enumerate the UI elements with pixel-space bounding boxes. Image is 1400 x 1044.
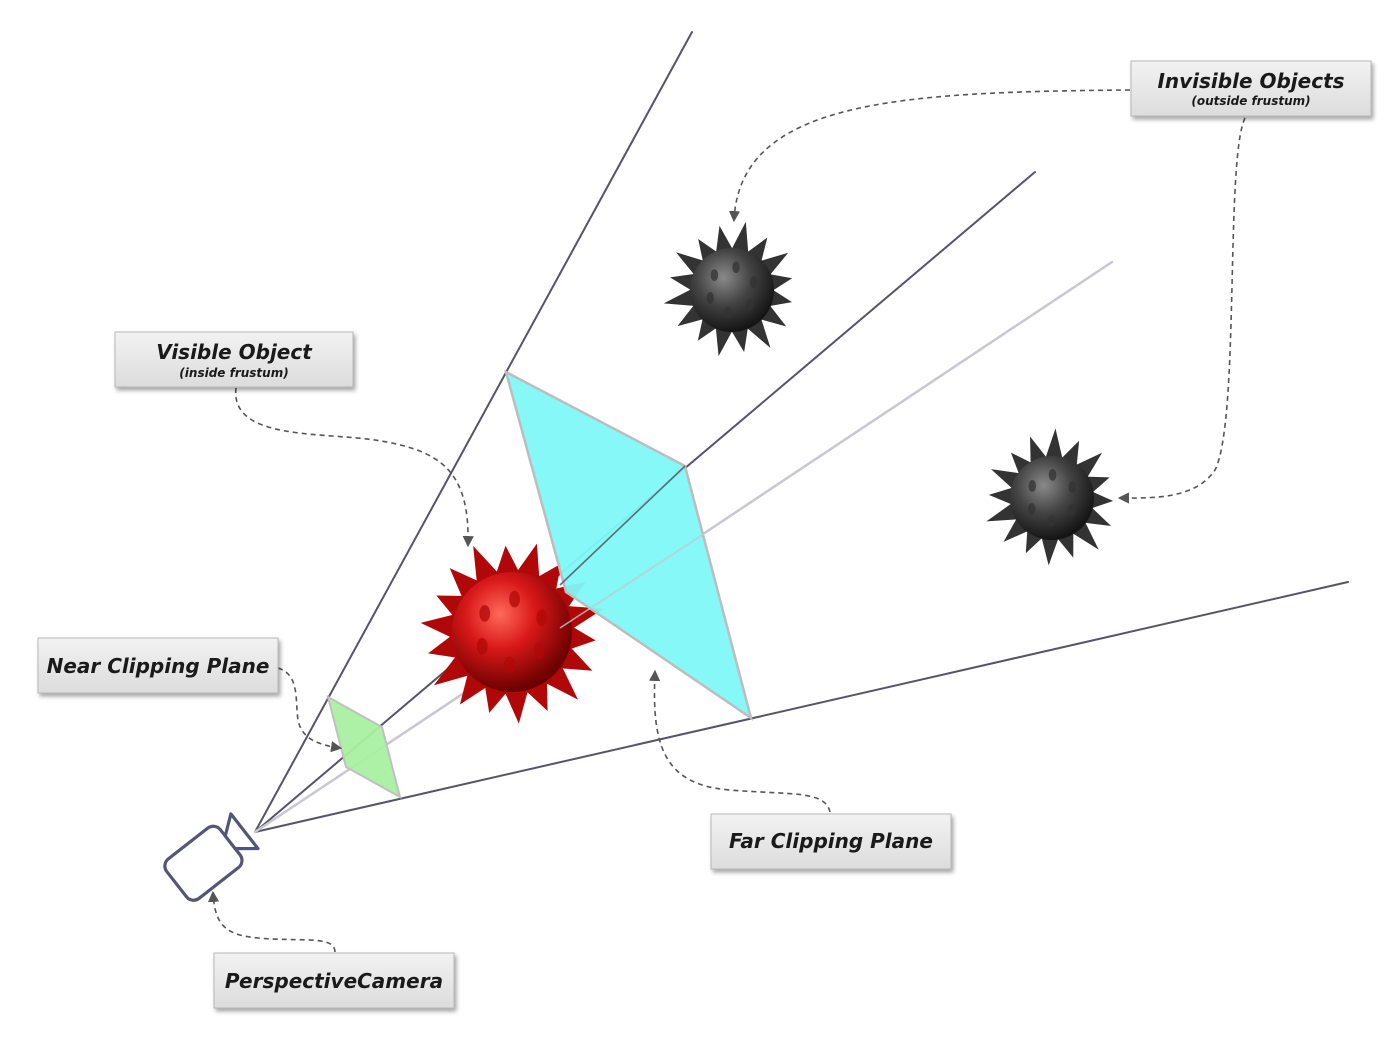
spike (542, 663, 578, 700)
spike (715, 225, 734, 254)
label-visible-object (114, 331, 354, 388)
callout-invisible-2 (1117, 117, 1246, 504)
label-near-clipping-plane-title: Near Clipping Plane (47, 654, 270, 678)
spike (1010, 452, 1033, 475)
spike (428, 633, 461, 659)
spike (436, 595, 467, 619)
spike (515, 543, 540, 581)
surface-spike (536, 609, 548, 627)
near-clipping-plane (326, 694, 402, 800)
label-perspective-camera (213, 952, 455, 1009)
surface-spike (476, 637, 488, 655)
surface-spike (724, 306, 732, 319)
label-invisible-objects (1130, 60, 1372, 117)
far-clipping-plane (504, 369, 754, 721)
surface-spike (1048, 469, 1057, 481)
spike (986, 502, 1019, 522)
spike (503, 687, 529, 724)
spike (495, 545, 521, 577)
ball-body (452, 572, 572, 692)
frustum-edges (253, 31, 1349, 834)
label-near-clipping-plane (37, 637, 279, 694)
surface-spike (1027, 503, 1036, 515)
spike (663, 288, 696, 307)
invisible-object-spiked-ball-1 (663, 221, 793, 357)
surface-spike (706, 291, 715, 304)
surface-spike (749, 276, 758, 289)
spike (698, 238, 718, 263)
frustum-edge-upper-over (559, 465, 686, 586)
label-far-clipping-plane (710, 813, 952, 870)
spike (567, 625, 596, 651)
label-visible-object-subtitle: (inside frustum) (179, 366, 288, 380)
frustum-edge-bottom (254, 581, 1349, 833)
visible-object-spiked-ball (420, 543, 604, 724)
spike (768, 289, 792, 307)
spike (1090, 491, 1114, 509)
surface-spike (1067, 504, 1076, 516)
surface-spike (1028, 480, 1037, 492)
spike (459, 670, 490, 705)
frustum-edge-top (254, 31, 693, 833)
surface-spike (509, 590, 520, 608)
surface-spike (710, 269, 719, 281)
callout-invisible-1 (728, 89, 1131, 223)
invisible-object-spiked-ball-2 (986, 428, 1114, 566)
callout-visible (235, 387, 474, 548)
surface-spike (504, 656, 515, 674)
spike (731, 221, 749, 254)
callout-lines (207, 89, 1246, 953)
ball-body (690, 248, 774, 332)
label-invisible-objects-subtitle: (outside frustum) (1191, 94, 1310, 108)
callout-far (649, 669, 831, 813)
spike (768, 273, 793, 292)
label-far-clipping-plane-title: Far Clipping Plane (729, 829, 933, 853)
surface-spike (1068, 481, 1077, 493)
frustum-edge-back-over (559, 529, 711, 629)
surface-spike (479, 604, 491, 622)
callout-camera (207, 890, 336, 953)
spike (449, 568, 482, 601)
surface-spike (1047, 515, 1056, 527)
spike (730, 326, 749, 353)
label-invisible-objects-title: Invisible Objects (1157, 69, 1344, 93)
spike (420, 613, 457, 639)
surface-spike (533, 642, 545, 660)
spike (746, 237, 768, 263)
surface-spike (745, 299, 754, 311)
spike (669, 273, 696, 291)
video-camera-icon (163, 812, 260, 902)
spike (988, 487, 1014, 505)
label-perspective-camera-title: PerspectiveCamera (225, 969, 443, 993)
spike (715, 326, 733, 357)
spike (1045, 428, 1063, 460)
spike (534, 563, 562, 594)
surface-spike (732, 261, 740, 274)
label-visible-object-title: Visible Object (156, 340, 313, 364)
ball-body (1010, 456, 1094, 540)
spike (697, 317, 718, 341)
spike (1041, 536, 1059, 566)
